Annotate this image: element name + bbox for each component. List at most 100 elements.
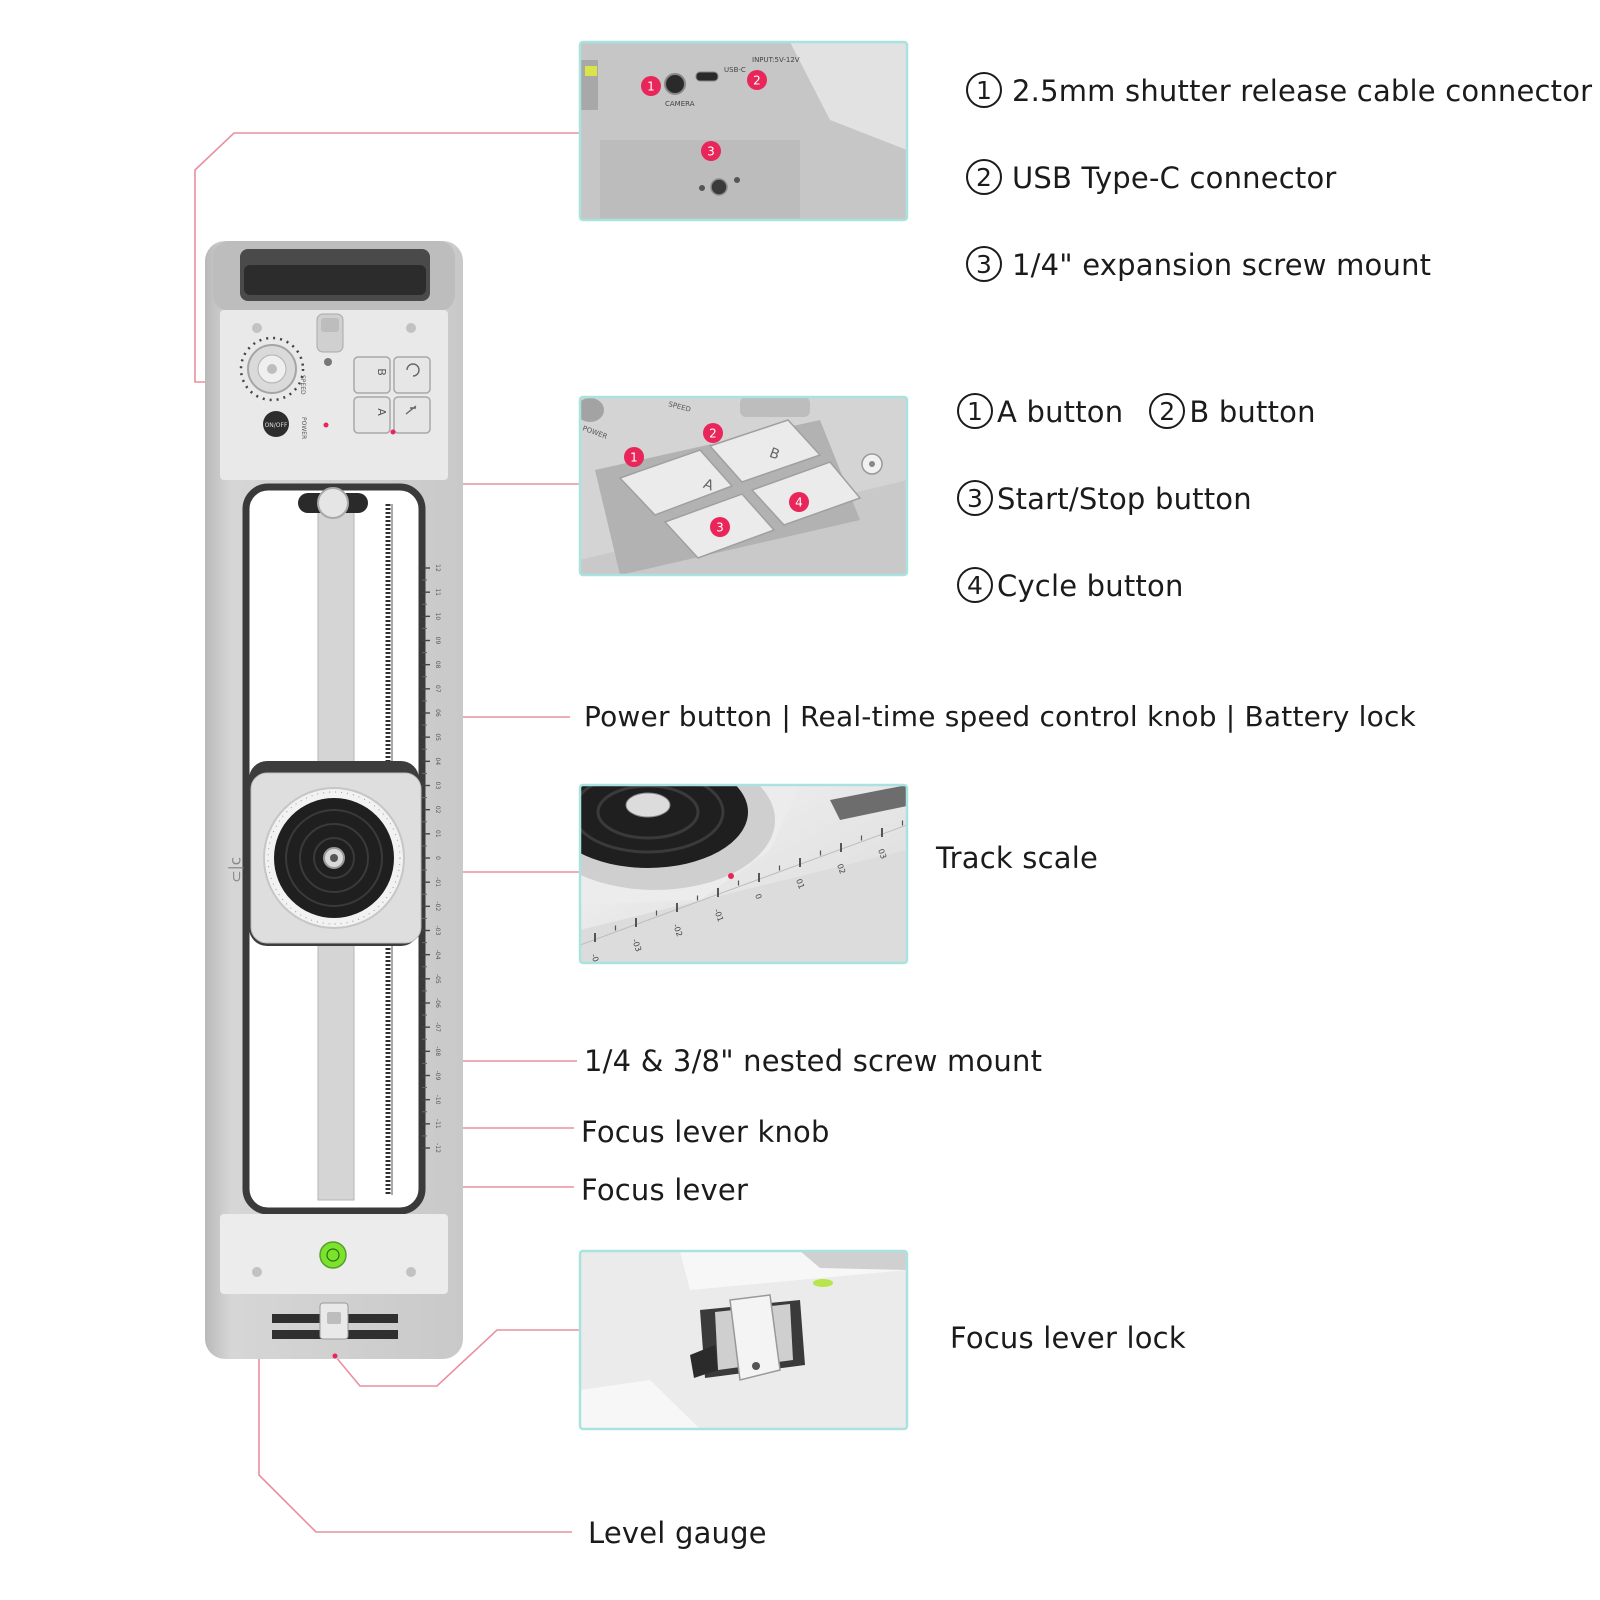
marker-2: 2: [703, 423, 723, 443]
button-list-text: B button: [1189, 395, 1316, 429]
focus-lever-lock: [272, 1302, 398, 1340]
leader-top-ports: [194, 132, 580, 383]
slider-device: SPEED ON/OFF POWER B A: [205, 241, 463, 1359]
leader-focus-lock: [334, 1329, 580, 1387]
scale-tick-label: -04: [434, 950, 441, 960]
scale-tick-label: 0: [434, 856, 441, 860]
scale-tick-label: -01: [434, 877, 441, 887]
svg-text:2: 2: [709, 427, 717, 441]
svg-text:USB-C: USB-C: [724, 66, 746, 74]
scale-tick-label: 07: [434, 685, 441, 693]
speed-control-knob: [239, 336, 305, 402]
inset-scale-label: -02: [671, 923, 684, 938]
scale-tick-label: -08: [434, 1046, 441, 1056]
button-list-text: Start/Stop button: [997, 482, 1252, 516]
number-badge: 4: [957, 567, 993, 603]
svg-text:4: 4: [795, 496, 803, 510]
track-scale: 12 11 10 09 08 07 06 05 04 03 02 01 0 -01 -02 -03 -04 -05…: [415, 564, 441, 1153]
scale-tick-label: -07: [434, 1022, 441, 1032]
number-badge: 2: [1149, 393, 1186, 429]
callout-nested-screw-mount: 1/4 & 3/8" nested screw mount: [584, 1044, 1043, 1078]
number-badge: 1: [957, 393, 993, 429]
scale-tick-label: -03: [434, 926, 441, 936]
scale-tick-label: -02: [434, 901, 441, 911]
button-list-text: A button: [997, 395, 1124, 429]
scale-tick-label: 03: [434, 782, 441, 790]
level-gauge-bubble: [319, 1241, 347, 1269]
top-list-item-2: 2 USB Type-C connector: [966, 159, 1337, 198]
scale-tick-label: -12: [434, 1143, 441, 1153]
svg-text:A: A: [375, 408, 388, 416]
brand-logo-mark: ↄ|⊃: [228, 857, 246, 883]
top-list-item-1: 1 2.5mm shutter release cable connector: [966, 72, 1593, 111]
speed-marking: SPEED: [299, 375, 306, 395]
svg-text:1: 1: [647, 80, 655, 94]
top-list-text: 1/4" expansion screw mount: [1012, 248, 1432, 282]
number-badge: 3: [966, 246, 1002, 282]
function-buttons: B A: [353, 356, 431, 434]
number-badge: 2: [966, 159, 1002, 195]
scale-tick-label: 05: [434, 733, 441, 741]
callout-focus-lever-lock: Focus lever lock: [950, 1321, 1186, 1355]
scale-tick-label: 06: [434, 709, 441, 717]
callout-focus-lever-knob: Focus lever knob: [581, 1115, 830, 1149]
inset-buttons: SPEED POWER A B 1 2 3 4: [578, 395, 909, 577]
scale-tick-label: 09: [434, 637, 441, 645]
svg-text:2: 2: [753, 74, 761, 88]
callout-focus-lever: Focus lever: [581, 1173, 749, 1207]
inset-scale-label: -01: [712, 908, 725, 923]
power-button: ON/OFF: [263, 411, 289, 437]
svg-text:INPUT:5V-12V: INPUT:5V-12V: [752, 56, 800, 64]
inset-ports: CAMERA USB-C INPUT:5V-12V 1 2 3: [578, 40, 909, 222]
scale-tick-label: -05: [434, 974, 441, 984]
scale-tick-label: 04: [434, 758, 441, 766]
inset-scale-label: 0: [753, 893, 763, 901]
inset-focus-lock: [578, 1249, 909, 1431]
power-marking: POWER: [300, 417, 307, 439]
carriage: [249, 761, 422, 946]
inset-scale-label: -04: [589, 953, 602, 968]
svg-text:3: 3: [716, 521, 724, 535]
scale-tick-label: 10: [434, 613, 441, 621]
top-list-item-3: 3 1/4" expansion screw mount: [966, 246, 1432, 285]
scale-tick-label: 12: [434, 564, 441, 572]
focus-lever-knob: [317, 487, 349, 519]
marker-3: 3: [701, 141, 721, 161]
callout-power-speed-battery: Power button | Real-time speed control k…: [584, 700, 1416, 733]
scale-tick-label: -11: [434, 1119, 441, 1129]
callout-track-scale: Track scale: [936, 841, 1099, 875]
top-list-text: 2.5mm shutter release cable connector: [1012, 74, 1593, 108]
inset-scale-label: 03: [876, 848, 888, 861]
scale-tick-label: -06: [434, 998, 441, 1008]
svg-text:ON/OFF: ON/OFF: [265, 422, 288, 429]
scale-tick-label: -09: [434, 1071, 441, 1081]
inset-scale-ticks: -04 -03 -02 -01 0 01 02 03: [589, 820, 904, 968]
svg-text:1: 1: [630, 451, 638, 465]
button-list-text: Cycle button: [997, 569, 1184, 603]
svg-text:3: 3: [707, 145, 715, 159]
svg-text:B: B: [375, 368, 388, 376]
inset-scale-label: 01: [794, 878, 806, 891]
number-badge: 3: [957, 480, 993, 516]
inset-scale-label: 02: [835, 863, 847, 876]
marker-4: 4: [789, 492, 809, 512]
marker-1: 1: [624, 447, 644, 467]
inset-scale-label: -03: [630, 938, 643, 953]
marker-2: 2: [747, 70, 767, 90]
scale-tick-label: 11: [434, 588, 441, 596]
scale-tick-label: 08: [434, 661, 441, 669]
scale-tick-label: 01: [434, 830, 441, 838]
marker-1: 1: [641, 76, 661, 96]
scale-tick-label: 02: [434, 806, 441, 814]
svg-text:CAMERA: CAMERA: [665, 100, 695, 108]
callout-level-gauge: Level gauge: [588, 1516, 767, 1550]
top-list-text: USB Type-C connector: [1012, 161, 1337, 195]
scale-tick-label: -10: [434, 1095, 441, 1105]
inset-track-scale: -04 -03 -02 -01 0 01 02 03: [578, 783, 909, 968]
marker-3: 3: [710, 517, 730, 537]
number-badge: 1: [966, 72, 1002, 108]
